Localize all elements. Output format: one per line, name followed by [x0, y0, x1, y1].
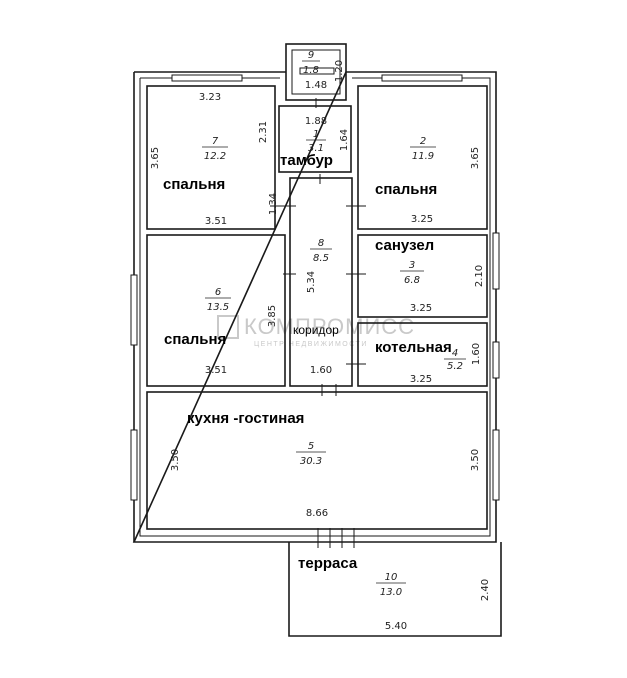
- watermark-subtext: ЦЕНТР НЕДВИЖИМОСТИ: [254, 341, 368, 348]
- room-8: [289, 177, 353, 387]
- label-tambur: тамбур: [280, 152, 333, 169]
- label-bedroom-7: спальня: [163, 176, 225, 193]
- room-9-number: 9: [308, 50, 314, 61]
- label-bathroom: санузел: [375, 237, 434, 254]
- room-3: [357, 234, 488, 318]
- dim-10-right: 2.40: [480, 579, 491, 601]
- label-bedroom-6: спальня: [164, 331, 226, 348]
- room-6-number: 6: [215, 287, 221, 298]
- room-9-area: 1.8: [303, 65, 319, 76]
- room-2: [357, 85, 488, 230]
- room-4-number: 4: [452, 348, 458, 359]
- dim-6-bottom: 3.51: [205, 365, 227, 376]
- room-1-number: 1: [313, 129, 319, 140]
- room-4-tag: 4 5.2: [444, 348, 466, 372]
- room-2-tag: 2 11.9: [410, 136, 436, 162]
- room-10: [288, 542, 502, 637]
- dim-9-width: 1.48: [305, 80, 327, 91]
- room-1-area: 3.1: [308, 143, 324, 154]
- room-2-area: 11.9: [412, 151, 434, 162]
- dim-4-right: 1.60: [471, 343, 482, 365]
- room-3-tag: 3 6.8: [400, 260, 424, 286]
- dim-2-right: 3.65: [470, 147, 481, 169]
- dim-3-bottom: 3.25: [410, 303, 432, 314]
- dim-8-height: 5.34: [306, 271, 317, 293]
- room-4: [357, 322, 488, 387]
- label-boiler-room: котельная: [375, 339, 452, 356]
- room-5-area: 30.3: [300, 456, 322, 467]
- dim-6-right: 3.85: [267, 305, 278, 327]
- dim-7-right: 2.31: [258, 121, 269, 143]
- room-8-area: 8.5: [313, 253, 329, 264]
- room-7: [146, 85, 276, 230]
- dim-8-door: 1.34: [268, 193, 279, 215]
- dim-10-bottom: 5.40: [385, 621, 407, 632]
- dim-9-height: 1.20: [334, 60, 345, 82]
- label-kitchen-living: кухня -гостиная: [187, 410, 304, 427]
- label-corridor: коридор: [293, 323, 339, 337]
- dim-2-bottom: 3.25: [411, 214, 433, 225]
- room-6-area: 13.5: [207, 302, 229, 313]
- watermark: КОМПРОМИСС ЦЕНТР НЕДВИЖИМОСТИ: [217, 314, 415, 348]
- room-10-tag: 10 13.0: [376, 572, 406, 598]
- dim-1-height: 1.64: [339, 129, 350, 151]
- windows: [130, 67, 500, 501]
- room-8-tag: 8 8.5: [310, 238, 332, 264]
- room-6: [146, 234, 286, 387]
- dim-4-bottom: 3.25: [410, 374, 432, 385]
- room-1: [278, 105, 352, 173]
- room-9-tag: 9 1.8: [302, 50, 320, 76]
- label-bedroom-2: спальня: [375, 181, 437, 198]
- dim-5-left: 3.50: [170, 449, 181, 471]
- dim-3-right: 2.10: [474, 265, 485, 287]
- room-7-area: 12.2: [204, 151, 226, 162]
- dim-7-left: 3.65: [150, 147, 161, 169]
- room-7-number: 7: [212, 136, 219, 147]
- room-7-tag: 7 12.2: [202, 136, 228, 162]
- dim-5-bottom: 8.66: [306, 508, 328, 519]
- label-terrace: терраса: [298, 555, 358, 572]
- room-5-number: 5: [308, 441, 314, 452]
- room-8-number: 8: [318, 238, 324, 249]
- room-10-area: 13.0: [380, 587, 402, 598]
- dim-1-width: 1.88: [305, 116, 327, 127]
- room-5-tag: 5 30.3: [296, 441, 326, 467]
- dim-7-bottom: 3.51: [205, 216, 227, 227]
- dim-5-right: 3.50: [470, 449, 481, 471]
- room-3-area: 6.8: [404, 275, 420, 286]
- room-6-tag: 6 13.5: [205, 287, 231, 313]
- doors: [270, 98, 366, 548]
- watermark-text: КОМПРОМИСС: [244, 314, 415, 339]
- room-5: [146, 391, 488, 530]
- room-1-tag: 1 3.1: [306, 129, 326, 154]
- room-4-area: 5.2: [447, 361, 463, 372]
- dim-8-bottom: 1.60: [310, 365, 332, 376]
- room-2-number: 2: [420, 136, 426, 147]
- room-10-number: 10: [385, 572, 398, 583]
- room-3-number: 3: [409, 260, 415, 271]
- dim-7-top: 3.23: [199, 92, 221, 103]
